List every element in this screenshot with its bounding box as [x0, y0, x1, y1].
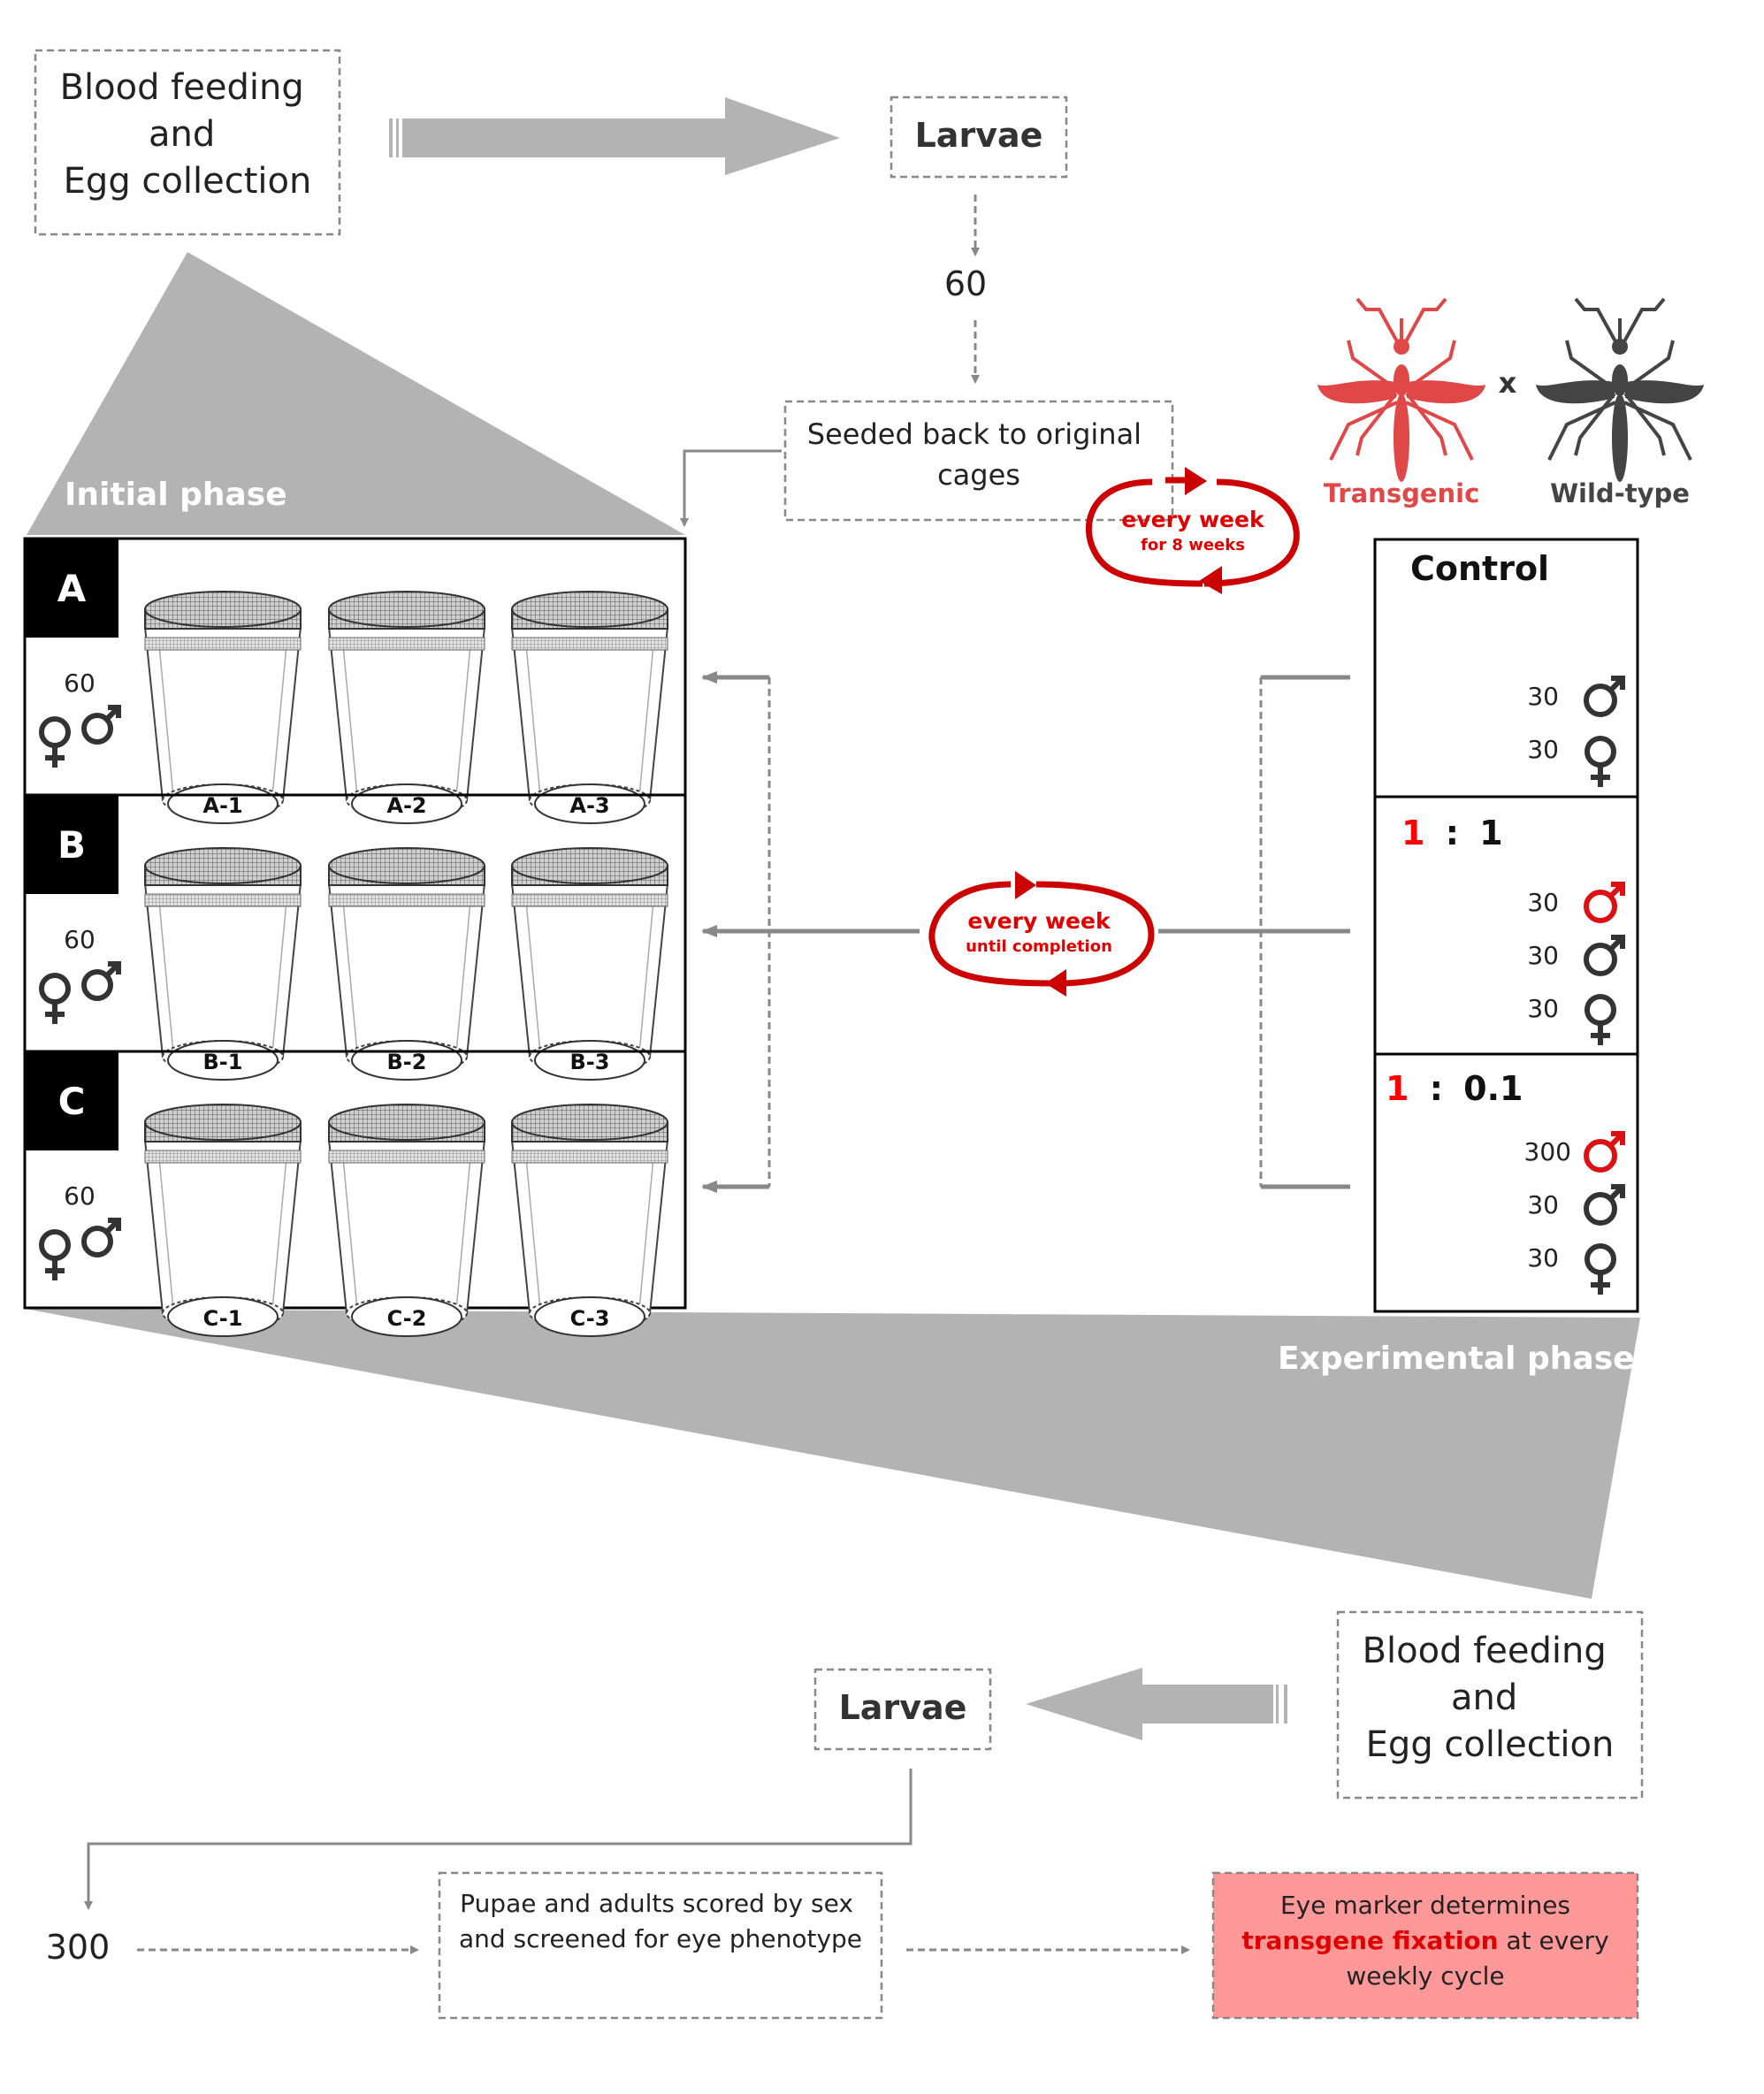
- cage-jar-label: B-1: [203, 1050, 243, 1074]
- female-male-icon: [39, 705, 121, 768]
- cage-jar: C-1: [143, 1104, 302, 1337]
- experimental-phase-label: Experimental phase: [1278, 1341, 1635, 1377]
- seeded-to-cages-connector: [680, 449, 782, 527]
- transgenic-mosquito-icon: [1317, 297, 1485, 482]
- cage-jar: C-3: [510, 1104, 669, 1337]
- middle-loop-subtitle: until completion: [966, 937, 1112, 956]
- top-loop-subtitle: for 8 weeks: [1141, 536, 1245, 554]
- top-large-arrow: [389, 97, 840, 175]
- middle-weekly-loop: [928, 871, 1155, 997]
- top-count: 60: [944, 264, 987, 303]
- top-blood-feeding-box: [34, 49, 341, 236]
- ratio-1-1-label: 1 : 1: [1401, 814, 1503, 852]
- ratio-1-01-male-tg-count: 300: [1524, 1137, 1571, 1166]
- group-letter: A: [57, 567, 87, 610]
- male-icon: [1584, 676, 1625, 717]
- eye-marker-text: Eye marker determines: [1280, 1891, 1570, 1920]
- cage-jar-label: C-1: [203, 1306, 243, 1331]
- ratio-1-01-male-wt-count: 30: [1527, 1190, 1559, 1219]
- female-male-icon: [39, 1218, 121, 1280]
- bottom-larvae-connector: [87, 1769, 913, 1908]
- wildtype-label: Wild-type: [1550, 478, 1690, 508]
- cage-jar-label: C-2: [387, 1306, 427, 1331]
- female-icon: [1585, 736, 1616, 787]
- middle-loop-title: every week: [967, 908, 1111, 934]
- cage-jar: A-1: [143, 591, 302, 824]
- cage-jar-label: C-3: [570, 1306, 610, 1331]
- group-count: 60: [64, 1181, 95, 1211]
- seeded-back-box: [783, 400, 1174, 522]
- ratio-1-01-label: 1 : 0.1: [1386, 1069, 1523, 1108]
- seeded-back-text: Seeded back to original cages: [807, 417, 1150, 492]
- bottom-blood-feeding-box: [1336, 1610, 1644, 1800]
- cage-jar: A-2: [327, 591, 486, 824]
- experimental-phase-wedge: [25, 1309, 1640, 1599]
- initial-phase-label: Initial phase: [65, 477, 287, 513]
- cage-jar-label: A-3: [569, 793, 609, 818]
- transgenic-male-icon: [1584, 1131, 1625, 1173]
- male-icon: [1584, 935, 1625, 976]
- group-letter: C: [58, 1080, 86, 1123]
- top-larvae-label: Larvae: [915, 116, 1043, 155]
- bottom-larvae-label: Larvae: [839, 1688, 967, 1727]
- cage-jar: B-2: [327, 847, 486, 1081]
- cross-symbol: x: [1499, 366, 1517, 400]
- top-weekly-loop: [1086, 467, 1300, 594]
- group-letter-tab: [25, 795, 118, 894]
- top-blood-feeding-text: Blood feeding and Egg collection: [60, 67, 316, 202]
- male-icon: [1584, 1184, 1625, 1226]
- cage-group-a: A 60A-1 A-2 A-3: [25, 539, 669, 824]
- cage-jar: B-3: [510, 847, 669, 1081]
- treatment-panel: [1373, 538, 1639, 1313]
- ratio-1-1-male-wt-count: 30: [1527, 941, 1559, 970]
- cage-jar-label: B-2: [387, 1050, 427, 1074]
- right-connectors: [1158, 675, 1350, 1189]
- female-icon: [1585, 994, 1616, 1045]
- control-male-wt-count: 30: [1527, 682, 1559, 711]
- cage-jar: A-3: [510, 591, 669, 824]
- wildtype-mosquito-icon: [1536, 297, 1704, 482]
- top-loop-title: every week: [1121, 507, 1265, 532]
- cage-jar-label: B-3: [570, 1050, 610, 1074]
- bottom-larvae-box: [813, 1668, 992, 1751]
- transgenic-male-icon: [1584, 882, 1625, 923]
- cage-jar: B-1: [143, 847, 302, 1081]
- cage-jar: C-2: [327, 1104, 486, 1337]
- bottom-large-arrow: [1026, 1668, 1287, 1740]
- group-letter-tab: [25, 1051, 118, 1150]
- cage-jar-label: A-1: [202, 793, 242, 818]
- eye-marker-text-line3: weekly cycle: [1346, 1961, 1504, 1991]
- bottom-blood-feeding-text: Blood feeding and Egg collection: [1363, 1631, 1618, 1765]
- left-connectors: [701, 671, 920, 1193]
- group-count: 60: [64, 669, 95, 698]
- group-letter-tab: [25, 539, 118, 638]
- ratio-1-1-female-count: 30: [1527, 994, 1559, 1023]
- transgenic-label: Transgenic: [1324, 478, 1480, 508]
- female-male-icon: [39, 961, 121, 1024]
- female-icon: [1585, 1243, 1616, 1295]
- group-count: 60: [64, 925, 95, 954]
- ratio-1-01-female-count: 30: [1527, 1243, 1559, 1272]
- eye-marker-text-line2: transgene fixation at every: [1241, 1926, 1608, 1955]
- control-female-count: 30: [1527, 735, 1559, 764]
- cage-jar-label: A-2: [386, 793, 426, 818]
- ratio-1-1-male-tg-count: 30: [1527, 888, 1559, 917]
- control-title: Control: [1410, 549, 1549, 588]
- cage-group-b: B 60B-1 B-2 B-3: [25, 793, 685, 1081]
- eye-marker-box: [1211, 1871, 1639, 2020]
- group-letter: B: [57, 823, 86, 867]
- pupae-scoring-box: [438, 1871, 883, 2020]
- top-larvae-box: [890, 96, 1068, 179]
- bottom-count: 300: [46, 1928, 111, 1967]
- initial-phase-wedge: [27, 252, 685, 535]
- pupae-scoring-text: Pupae and adults scored by sex and scree…: [459, 1889, 862, 1953]
- cage-group-c: C 60C-1 C-2 C-3: [25, 1050, 685, 1337]
